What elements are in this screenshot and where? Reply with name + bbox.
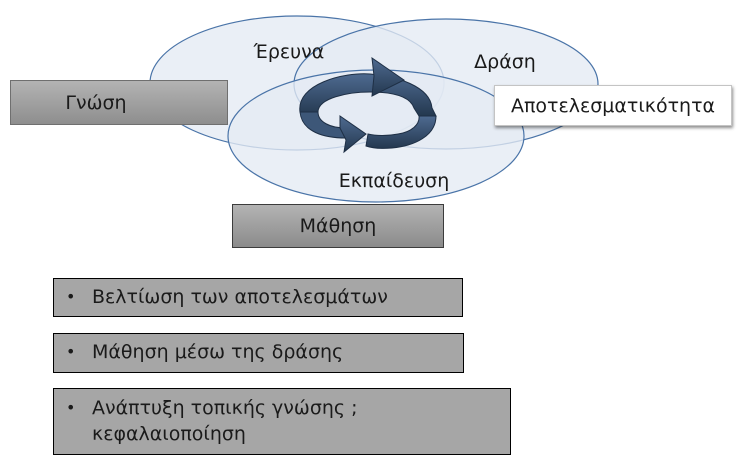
circular-arrows-icon [299, 56, 437, 154]
effectiveness-label: Αποτελεσματικότητα [510, 94, 716, 117]
bullet-text: Βελτίωση των αποτελεσμάτων [92, 286, 388, 308]
label-research: Έρευνα [253, 41, 325, 63]
label-training: Εκπαίδευση [339, 170, 450, 192]
learning-box: Μάθηση [232, 204, 444, 248]
bullet-icon: • [66, 398, 76, 417]
bullet-item-learning-through-action: • Μάθηση μέσω της δράσης [53, 333, 464, 373]
bullet-text: Μάθηση μέσω της δράσης [92, 341, 344, 363]
effectiveness-box: Αποτελεσματικότητα [494, 85, 732, 126]
bullet-icon: • [66, 287, 76, 306]
bullet-icon: • [66, 342, 76, 361]
learning-label: Μάθηση [299, 215, 377, 237]
label-action: Δράση [474, 51, 536, 73]
bullet-item-local-knowledge: • Ανάπτυξη τοπικής γνώσης ; κεφαλαιοποίη… [53, 388, 511, 455]
bullet-text: Ανάπτυξη τοπικής γνώσης ; [92, 397, 358, 419]
bullet-text-continuation: κεφαλαιοποίηση [92, 423, 246, 445]
knowledge-box: Γνώση [10, 80, 228, 125]
bullet-item-improve-results: • Βελτίωση των αποτελεσμάτων [53, 278, 463, 317]
knowledge-label: Γνώση [65, 91, 127, 114]
